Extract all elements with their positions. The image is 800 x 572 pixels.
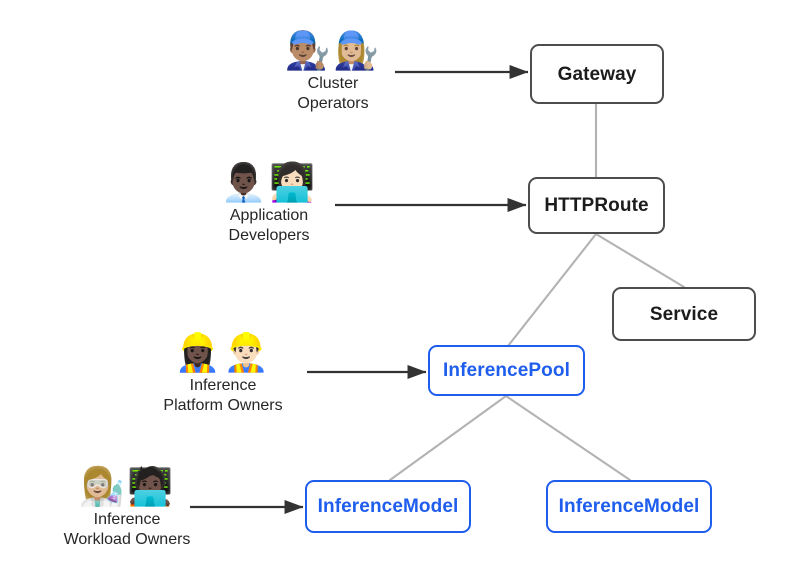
persona-cluster-operators: 👨🏽‍🔧👩🏼‍🔧Cluster Operators <box>228 29 438 115</box>
node-label-inferencemodel-left: InferenceModel <box>317 496 459 517</box>
construction-worker-woman-icon: 👷🏿‍♀️👷🏻‍♂️ <box>174 331 272 374</box>
scientist-icon: 👩🏼‍🔬🧑🏿‍💻 <box>78 465 176 508</box>
node-label-inferencepool: InferencePool <box>443 360 570 381</box>
node-service: Service <box>612 287 756 341</box>
persona-label-application-developers: Application Developers <box>228 206 310 245</box>
persona-inference-platform-owners: 👷🏿‍♀️👷🏻‍♂️Inference Platform Owners <box>118 331 328 417</box>
persona-arrows <box>190 64 529 515</box>
connector-inferencepool-to-model-left <box>388 394 508 482</box>
persona-inference-workload-owners: 👩🏼‍🔬🧑🏿‍💻Inference Workload Owners <box>22 465 232 551</box>
node-httproute: HTTPRoute <box>528 177 665 234</box>
persona-label-inference-workload-owners: Inference Workload Owners <box>63 510 191 549</box>
connector-httproute-to-service <box>594 232 686 289</box>
node-gateway: Gateway <box>530 44 664 104</box>
node-label-httproute: HTTPRoute <box>544 195 649 216</box>
persona-label-inference-platform-owners: Inference Platform Owners <box>163 376 283 415</box>
node-label-service: Service <box>649 303 719 325</box>
node-inferencepool: InferencePool <box>428 345 585 396</box>
connector-inferencepool-to-model-right <box>504 394 632 482</box>
persona-application-developers: 👨🏿‍💼👩🏻‍💻Application Developers <box>164 161 374 247</box>
node-label-inferencemodel-right: InferenceModel <box>558 496 700 517</box>
node-inferencemodel-left: InferenceModel <box>305 480 471 533</box>
connector-httproute-to-inferencepool <box>506 232 598 348</box>
persona-label-cluster-operators: Cluster Operators <box>297 74 369 113</box>
mechanic-man-icon: 👨🏽‍🔧👩🏼‍🔧 <box>284 29 382 72</box>
node-label-gateway: Gateway <box>557 63 637 85</box>
office-worker-icon: 👨🏿‍💼👩🏻‍💻 <box>220 161 318 204</box>
node-inferencemodel-right: InferenceModel <box>546 480 712 533</box>
